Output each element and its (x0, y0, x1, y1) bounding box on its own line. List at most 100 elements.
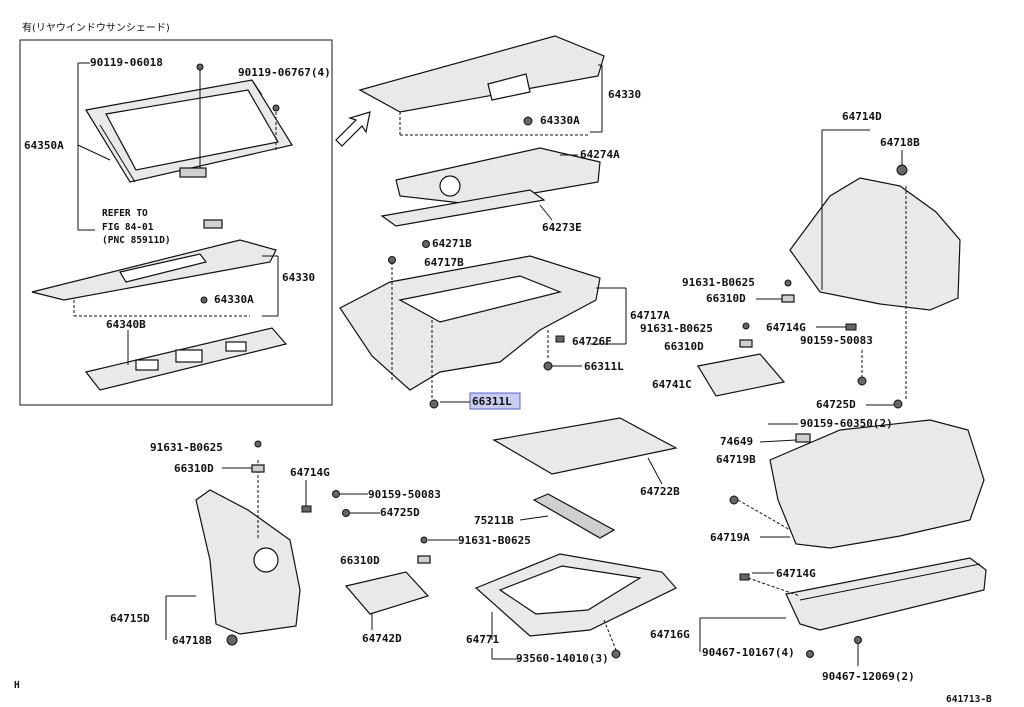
leader (519, 515, 549, 521)
bolt-icon (332, 490, 340, 498)
trunk-pocket-left-drawing (344, 571, 430, 615)
label-66311l-highlighted[interactable]: 66311L (472, 395, 512, 408)
label-90119-06767: 90119-06767(4) (238, 66, 331, 79)
bolt-icon (893, 399, 903, 409)
nut-icon (417, 555, 431, 564)
label-64271b: 64271B (432, 237, 472, 250)
label-64742d: 64742D (362, 632, 402, 645)
label-90159-50083-left: 90159-50083 (368, 488, 441, 501)
label-64722b: 64722B (640, 485, 680, 498)
label-64717a: 64717A (630, 309, 670, 322)
clip-icon (429, 399, 439, 409)
clip-icon (555, 335, 565, 343)
label-90467-12069: 90467-12069(2) (822, 670, 915, 683)
bolt-icon (420, 536, 428, 544)
label-64725d-left: 64725D (380, 506, 420, 519)
label-64330a: 64330A (540, 114, 580, 127)
trunk-tray-drawing (474, 553, 677, 659)
trunk-scuff-plate-drawing (739, 557, 987, 631)
label-64274a: 64274A (580, 148, 620, 161)
label-66310d-right-2: 66310D (664, 340, 704, 353)
label-90119-06018: 90119-06018 (90, 56, 163, 69)
trunk-front-trim-drawing (339, 255, 601, 400)
clip-icon (301, 505, 312, 513)
bolt-icon (857, 376, 867, 386)
trunk-pocket-right-drawing (697, 353, 786, 397)
label-90159-60350: 90159-60350(2) (800, 417, 893, 430)
label-64719a: 64719A (710, 531, 750, 544)
label-64771: 64771 (466, 633, 499, 646)
refer-line-3: (PNC 85911D) (102, 235, 171, 246)
bolt-icon (784, 279, 792, 287)
label-64330-inset: 64330 (282, 271, 315, 284)
leader (77, 144, 111, 161)
label-64714g-left: 64714G (290, 466, 330, 479)
leader (759, 439, 797, 443)
ref-clip-icon (203, 219, 223, 229)
left-mark: H (14, 680, 20, 691)
label-64714d: 64714D (842, 110, 882, 123)
label-91631-b0625-center: 91631-B0625 (458, 534, 531, 547)
label-64350a: 64350A (24, 139, 64, 152)
bolt-icon (254, 440, 262, 448)
highlight-66311l[interactable] (469, 392, 521, 410)
label-64716g: 64716G (650, 628, 690, 641)
label-64330: 64330 (608, 88, 641, 101)
trunk-mat-drawing (492, 417, 678, 475)
label-64719b: 64719B (716, 453, 756, 466)
insulator-strip-drawing (380, 189, 546, 227)
label-91631-b0625-right-2: 91631-B0625 (640, 322, 713, 335)
bolt-icon (742, 322, 750, 330)
nut-icon (739, 339, 753, 348)
label-66311l-a: 66311L (584, 360, 624, 373)
tray-panel-hole (439, 175, 461, 197)
label-66310d-center: 66310D (340, 554, 380, 567)
inset-tray-trim-drawing (84, 327, 288, 391)
clip-icon (543, 361, 553, 371)
trunk-lid-trim-drawing (729, 419, 985, 549)
label-64725d-right: 64725D (816, 398, 856, 411)
label-74649: 74649 (720, 435, 753, 448)
label-64741c: 64741C (652, 378, 692, 391)
clip-icon (422, 240, 430, 248)
label-66310d-right-1: 66310D (706, 292, 746, 305)
label-64718b-right: 64718B (880, 136, 920, 149)
label-64714g-bottom: 64714G (776, 567, 816, 580)
front-arrow-icon (335, 111, 371, 147)
package-tray-drawing (358, 35, 605, 136)
bolt-icon (342, 509, 350, 517)
label-93560-14010: 93560-14010(3) (516, 652, 609, 665)
label-64726f: 64726F (572, 335, 612, 348)
label-64714g-right: 64714G (766, 321, 806, 334)
label-90467-10167: 90467-10167(4) (702, 646, 795, 659)
label-91631-b0625-left: 91631-B0625 (150, 441, 223, 454)
label-64330a-inset: 64330A (214, 293, 254, 306)
inset-frame (19, 39, 333, 406)
leader (647, 457, 663, 485)
clip-icon (845, 323, 857, 331)
label-64340b: 64340B (106, 318, 146, 331)
label-75211b: 75211B (474, 514, 514, 527)
variant-note: 有(リヤウインドウサンシェード) (22, 21, 170, 34)
leader (539, 204, 553, 221)
label-64273e: 64273E (542, 221, 582, 234)
label-64715d: 64715D (110, 612, 150, 625)
refer-line-2: FIG 84-01 (102, 222, 154, 233)
figure-code: 641713-B (946, 694, 992, 705)
label-64717b: 64717B (424, 256, 464, 269)
plate-strip-drawing (532, 493, 616, 539)
refer-line-1: REFER TO (102, 208, 148, 219)
clip-icon (806, 650, 814, 658)
clip-icon (226, 634, 238, 646)
clip-icon (854, 636, 862, 644)
label-64718b-left: 64718B (172, 634, 212, 647)
trunk-side-trim-left-drawing (195, 460, 301, 635)
trunk-side-trim-right-drawing (789, 164, 961, 400)
nut-icon (781, 294, 795, 303)
label-90159-50083-right: 90159-50083 (800, 334, 873, 347)
label-66310d-left: 66310D (174, 462, 214, 475)
label-91631-b0625-right-1: 91631-B0625 (682, 276, 755, 289)
nut-icon (251, 464, 265, 473)
sunshade-assembly-drawing (85, 63, 293, 183)
